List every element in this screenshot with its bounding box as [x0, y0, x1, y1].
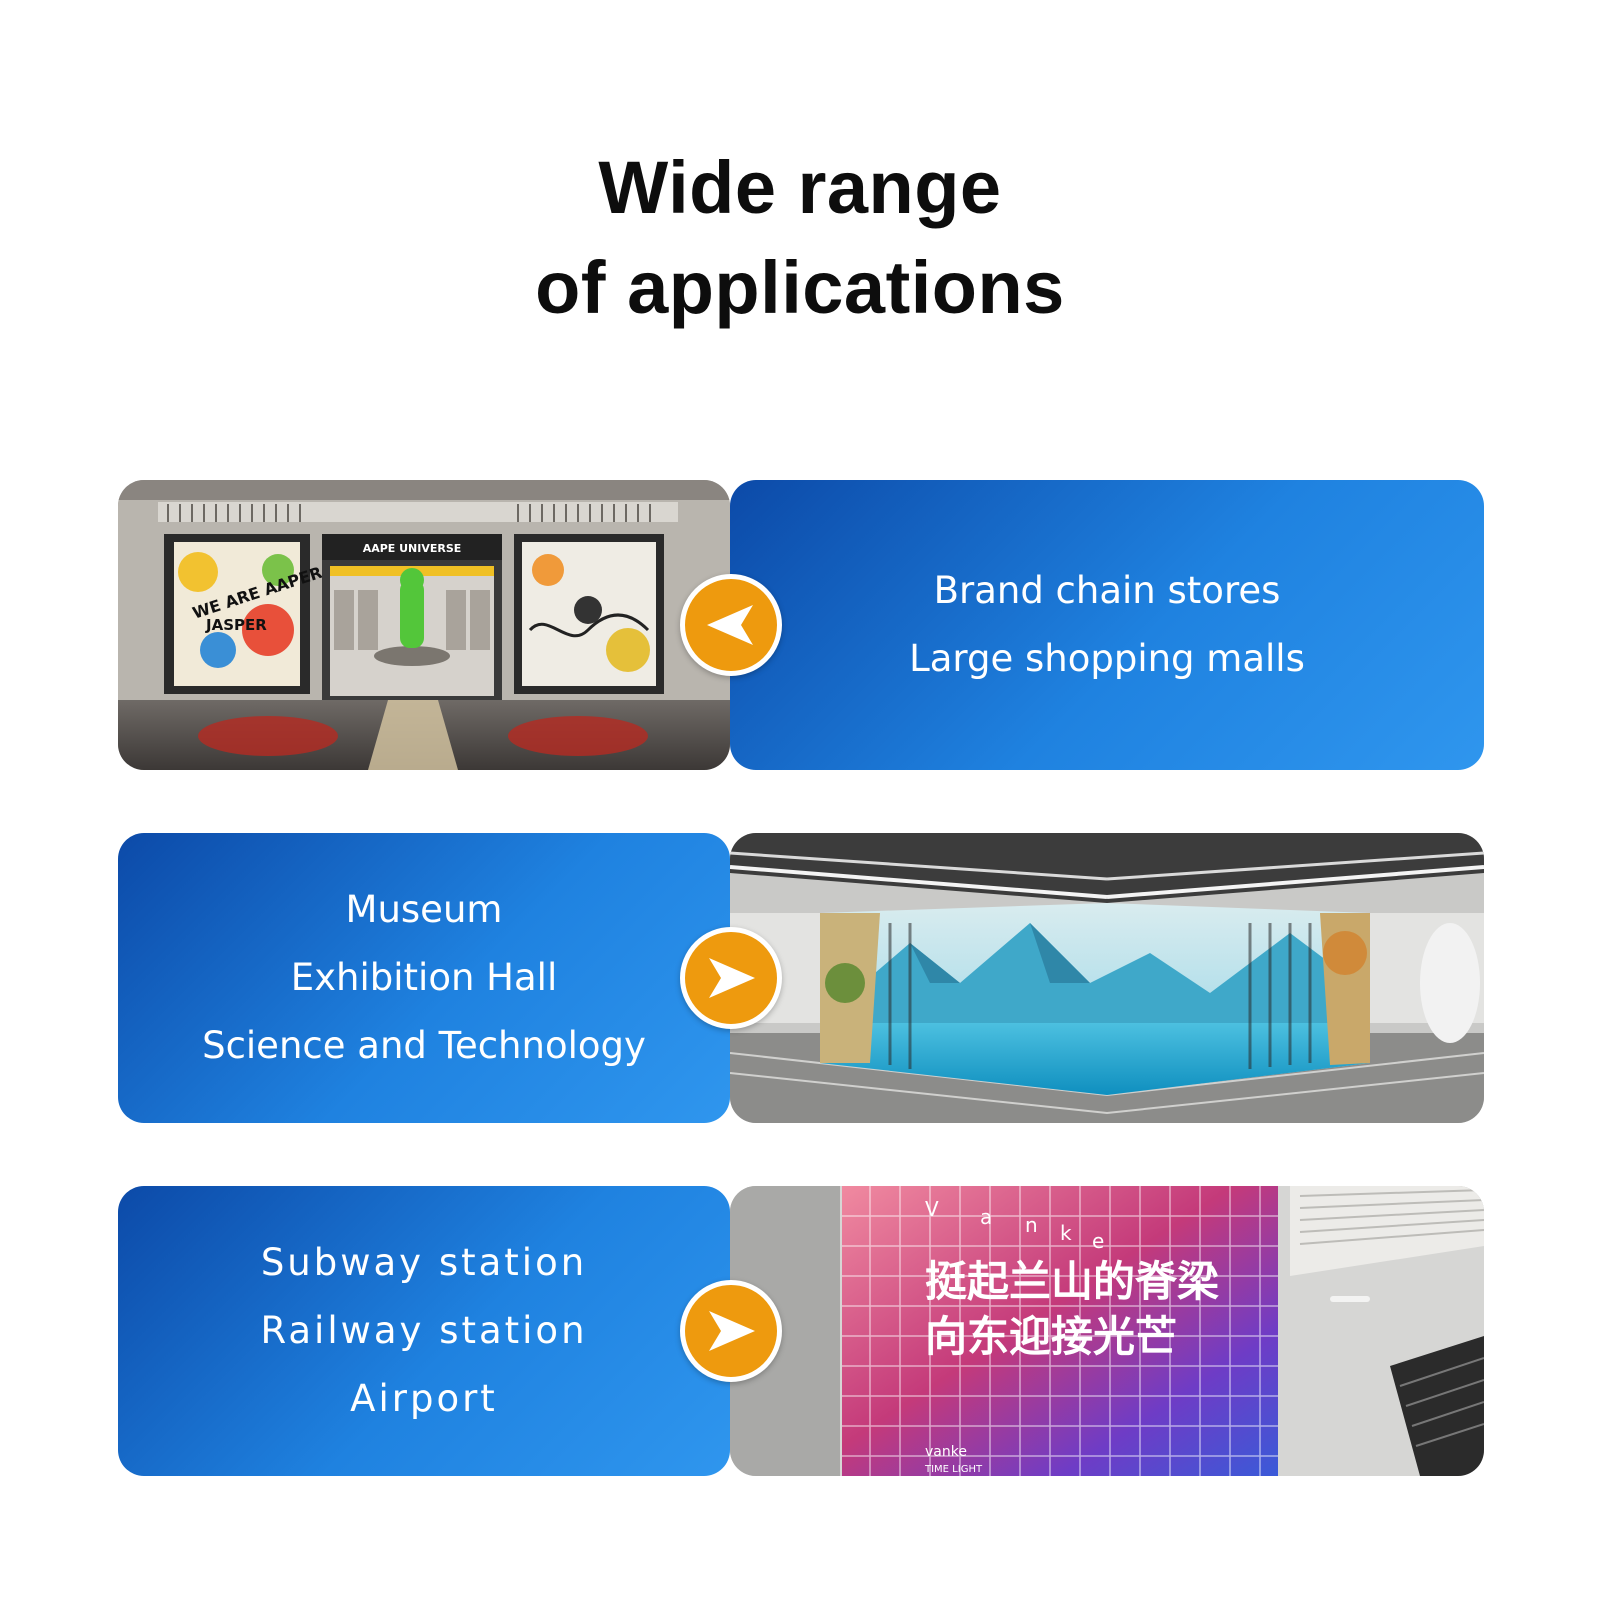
arrow-left-icon [680, 574, 782, 676]
panel-line: Museum [345, 888, 503, 931]
subway-station-photo: V a n k e 挺起兰山的脊梁 向东迎接光芒 vanke TIME LIGH… [730, 1186, 1484, 1476]
application-row-museum: Museum Exhibition Hall Science and Techn… [118, 833, 1484, 1123]
panel-line: Large shopping malls [909, 637, 1305, 680]
retail-text-panel: Brand chain stores Large shopping malls [730, 480, 1484, 770]
arrow-right-icon [680, 927, 782, 1029]
svg-text:n: n [1025, 1213, 1038, 1237]
svg-text:JASPER: JASPER [205, 616, 267, 634]
svg-text:向东迎接光芒: 向东迎接光芒 [925, 1312, 1177, 1361]
svg-text:AAPE UNIVERSE: AAPE UNIVERSE [363, 542, 462, 555]
svg-text:TIME LIGHT: TIME LIGHT [924, 1464, 983, 1475]
transit-text-panel: Subway station Railway station Airport [118, 1186, 730, 1476]
svg-text:挺起兰山的脊梁: 挺起兰山的脊梁 [925, 1257, 1219, 1306]
svg-text:k: k [1060, 1221, 1072, 1245]
panel-line: Subway station [260, 1241, 588, 1284]
svg-text:e: e [1092, 1229, 1104, 1253]
page-title: Wide range of applications [0, 138, 1600, 338]
exhibition-hall-photo [730, 833, 1484, 1123]
title-line-2: of applications [535, 246, 1065, 329]
svg-text:a: a [980, 1205, 992, 1229]
storefront-photo: WE ARE AAPER JASPER AAPE UNIVERSE [118, 480, 730, 770]
application-row-retail: WE ARE AAPER JASPER AAPE UNIVERSE [118, 480, 1484, 770]
title-line-1: Wide range [598, 146, 1002, 229]
svg-text:V: V [925, 1197, 939, 1221]
museum-text-panel: Museum Exhibition Hall Science and Techn… [118, 833, 730, 1123]
svg-text:vanke: vanke [925, 1444, 967, 1460]
panel-line: Exhibition Hall [290, 956, 558, 999]
arrow-right-icon [680, 1280, 782, 1382]
panel-line: Airport [350, 1377, 498, 1420]
panel-line: Science and Technology [202, 1024, 646, 1067]
panel-line: Railway station [260, 1309, 588, 1352]
panel-line: Brand chain stores [933, 569, 1281, 612]
application-row-transit: Subway station Railway station Airport [118, 1186, 1484, 1476]
